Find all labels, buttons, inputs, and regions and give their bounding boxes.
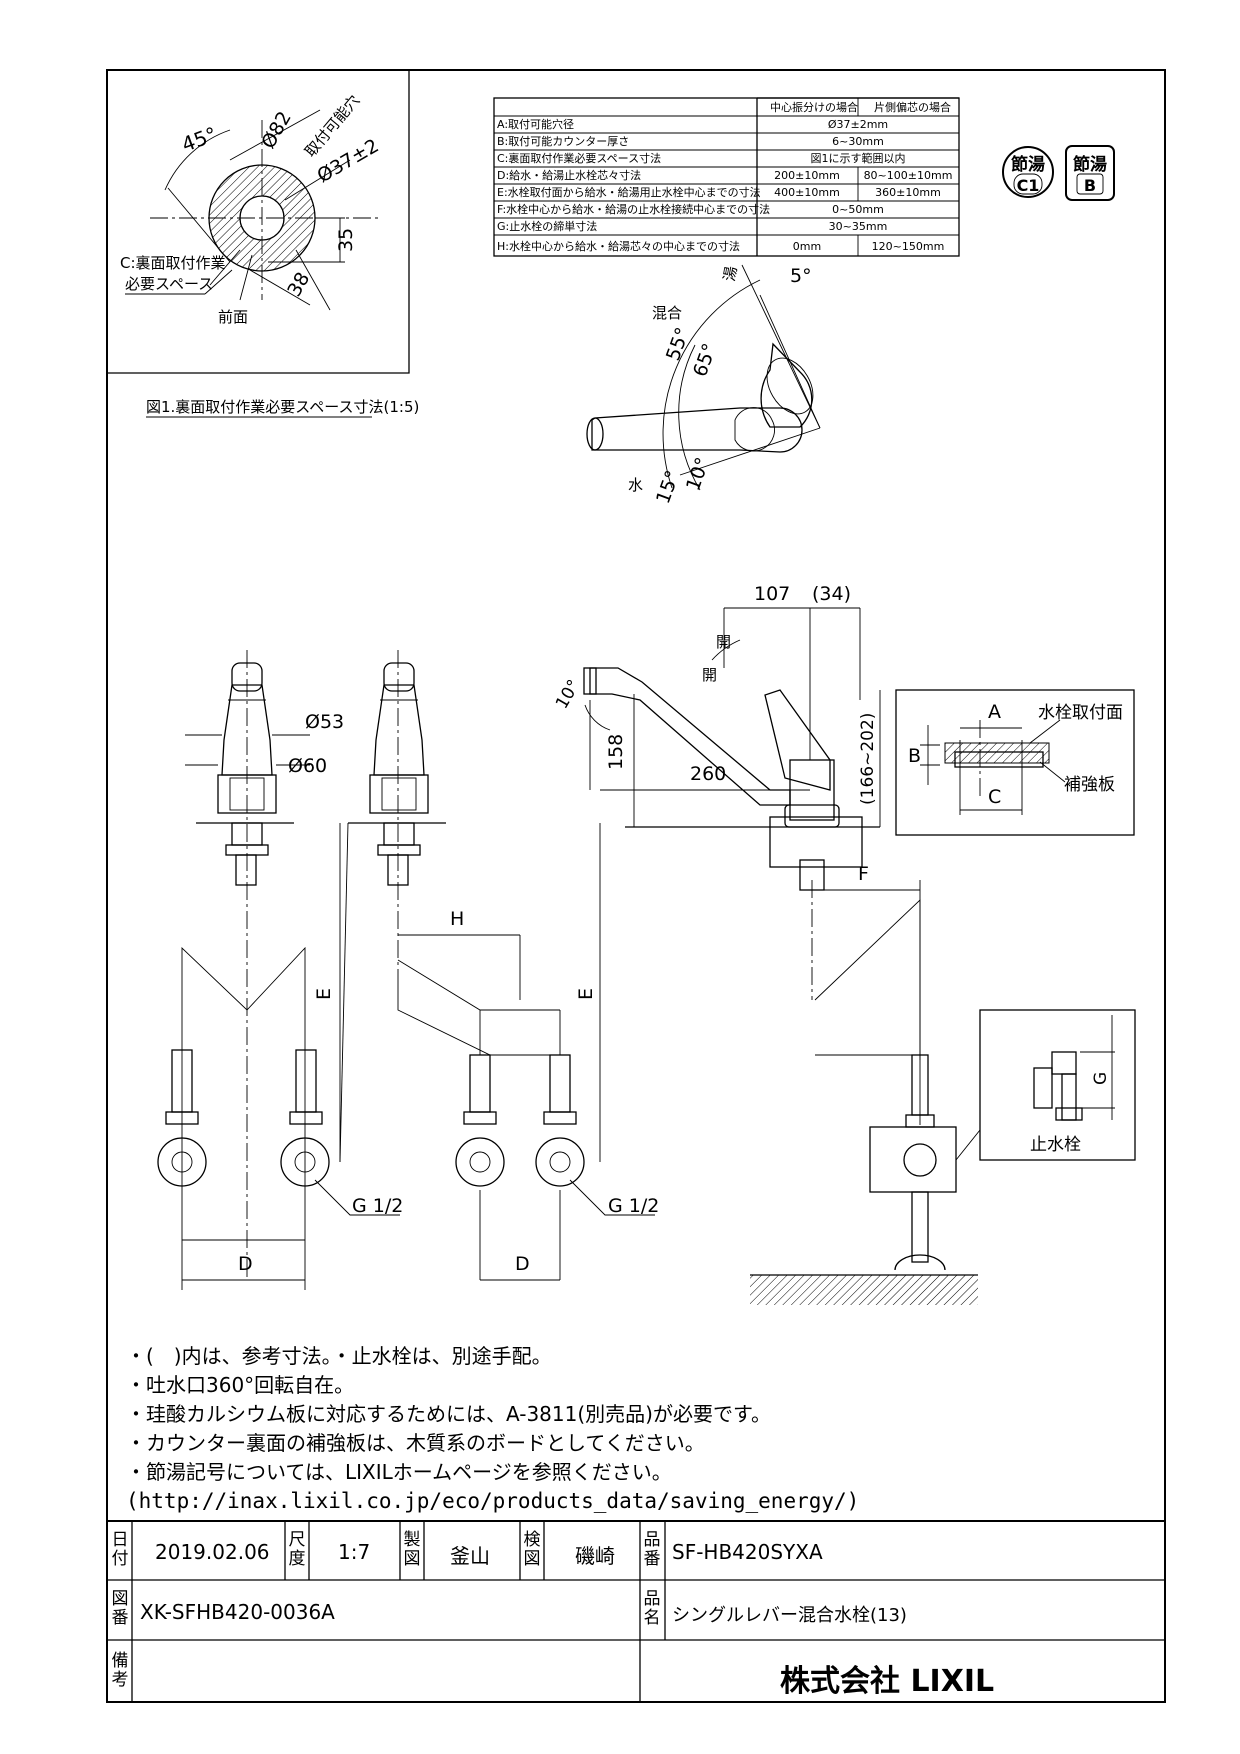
dim-d-right: D — [515, 1253, 530, 1275]
title-block-grid — [107, 1520, 1165, 1702]
space-label-2: 必要スペース — [125, 275, 213, 293]
svg-text:B: B — [1084, 176, 1096, 195]
drawing-border — [106, 69, 1166, 1703]
product-name-label: 品名 — [643, 1589, 661, 1628]
angle-5-label: 5° — [790, 265, 812, 287]
dim-260: 260 — [690, 763, 726, 785]
scale-value: 1:7 — [338, 1540, 371, 1564]
open-label-2: 開 — [702, 666, 717, 684]
table-cell: 6~30mm — [832, 135, 884, 148]
detail-figure-1: 45° Ø82 取付可能穴 Ø37±2 35 38 C:裏面取付作業 必要スペー… — [107, 70, 419, 418]
table-row-label: H:水栓中心から給水・給湯芯々の中心までの寸法 — [497, 239, 740, 253]
product-no-value: SF-HB420SYXA — [672, 1540, 823, 1564]
table-row-label: F:水栓中心から給水・給湯の止水栓接続中心までの寸法 — [497, 202, 770, 216]
dia-53-label: Ø53 — [305, 711, 344, 733]
product-name-value: シングルレバー混合水栓(13) — [672, 1605, 907, 1626]
dim-h: H — [450, 908, 464, 930]
dim-35-label: 35 — [335, 228, 357, 252]
mix-label: 混合 — [652, 304, 682, 322]
table-cell: 120~150mm — [872, 240, 945, 253]
dim-158: 158 — [605, 734, 627, 770]
date-label: 日付 — [111, 1530, 129, 1569]
table-cell: 400±10mm — [774, 186, 840, 199]
table-cell: 200±10mm — [774, 169, 840, 182]
spec-table: 中心振分けの場合 片側偏芯の場合 A:取付可能穴径 B:取付可能カウンター厚さ … — [493, 97, 960, 257]
table-cell: 0mm — [793, 240, 821, 253]
counter-b: B — [908, 745, 921, 767]
svg-text:節湯: 節湯 — [1072, 154, 1107, 175]
angle-10-label: 10° — [682, 455, 714, 494]
counter-a: A — [988, 701, 1001, 723]
note-line: (http://inax.lixil.co.jp/eco/products_da… — [126, 1489, 860, 1513]
table-cell: 図1に示す範囲以内 — [811, 151, 906, 165]
angle-45-label: 45° — [179, 122, 221, 157]
dim-g: G — [1091, 1072, 1111, 1085]
hot-label: 湯 — [720, 265, 740, 283]
table-cell: 30~35mm — [829, 220, 888, 233]
checked-value: 磯崎 — [575, 1544, 615, 1568]
front-view-right: E E H D G 1/2 — [313, 650, 659, 1281]
dim-38-label: 38 — [283, 269, 314, 301]
table-row-label: E:水栓取付面から給水・給湯用止水栓中心までの寸法 — [497, 185, 761, 199]
g-half-right: G 1/2 — [608, 1195, 659, 1217]
table-header-offset: 片側偏芯の場合 — [874, 100, 951, 114]
table-header-center: 中心振分けの場合 — [770, 100, 858, 114]
note-line: ・節湯記号については、LIXILホームページを参照ください。 — [126, 1460, 672, 1484]
stop-valve-label: 止水栓 — [1030, 1135, 1081, 1155]
dim-f: F — [858, 863, 869, 885]
table-row-label: D:給水・給湯止水栓芯々寸法 — [497, 168, 641, 182]
table-row-label: A:取付可能穴径 — [497, 117, 574, 131]
table-cell: 80~100±10mm — [864, 169, 953, 182]
counter-c: C — [988, 786, 1001, 808]
badge-b: 節湯 B — [1065, 145, 1115, 201]
note-line: ・カウンター裏面の補強板は、木質系のボードとしてください。 — [126, 1431, 705, 1455]
table-row-label: G:止水栓の締単寸法 — [497, 219, 597, 233]
date-value: 2019.02.06 — [155, 1540, 270, 1564]
dia-60-label: Ø60 — [288, 755, 327, 777]
water-label: 水 — [628, 476, 643, 494]
svg-text:C1: C1 — [1017, 176, 1040, 195]
remarks-label: 備考 — [111, 1651, 129, 1690]
dim-height: (166~202) — [858, 713, 878, 805]
drawing-no-label: 図番 — [111, 1589, 129, 1628]
scale-label: 尺度 — [288, 1530, 306, 1569]
dim-d-left: D — [238, 1253, 253, 1275]
table-row-label: B:取付可能カウンター厚さ — [497, 134, 629, 148]
drawn-label: 製図 — [403, 1530, 421, 1569]
front-view-left: Ø53 Ø60 D G 1/2 — [157, 650, 403, 1290]
mount-face-label: 水栓取付面 — [1038, 703, 1123, 723]
counter-detail: A B C 水栓取付面 補強板 — [895, 689, 1135, 836]
checked-label: 検図 — [523, 1530, 541, 1569]
dim-107: 107 — [754, 583, 790, 605]
spout-angle: 10° — [552, 676, 584, 712]
company-name: 株式会社 LIXIL — [780, 1664, 995, 1699]
open-label-1: 開 — [716, 633, 731, 651]
detail-caption: 図1.裏面取付作業必要スペース寸法(1:5) — [146, 398, 419, 416]
table-row-label: C:裏面取付作業必要スペース寸法 — [497, 151, 661, 165]
dim-e-right: E — [575, 988, 597, 1000]
dim-e-left: E — [313, 988, 335, 1000]
drawn-value: 釜山 — [450, 1544, 490, 1568]
front-label: 前面 — [218, 308, 248, 326]
angle-15-label: 15° — [652, 468, 684, 507]
g-half-left: G 1/2 — [352, 1195, 403, 1217]
space-label-1: C:裏面取付作業 — [120, 254, 226, 272]
product-no-label: 品番 — [643, 1530, 661, 1569]
lever-top-view: 湯 5° 混合 55° 65° 水 15° 10° — [586, 265, 821, 507]
table-cell: 360±10mm — [875, 186, 941, 199]
note-line: ・珪酸カルシウム板に対応するためには、A-3811(別売品)が必要です。 — [126, 1402, 771, 1426]
svg-text:節湯: 節湯 — [1010, 154, 1045, 175]
dia-82-label: Ø82 — [257, 108, 296, 153]
note-line: ・( )内は、参考寸法。・止水栓は、別途手配。 — [126, 1344, 552, 1368]
badge-c1: 節湯 C1 — [1002, 146, 1054, 198]
table-cell: Ø37±2mm — [828, 118, 888, 131]
table-cell: 0~50mm — [832, 203, 884, 216]
dim-34: (34) — [812, 583, 851, 605]
note-line: ・吐水口360°回転自在。 — [126, 1373, 355, 1397]
reinforce-label: 補強板 — [1064, 775, 1115, 795]
drawing-no-value: XK-SFHB420-0036A — [140, 1600, 335, 1624]
notes: ・( )内は、参考寸法。・止水栓は、別途手配。 ・吐水口360°回転自在。 ・珪… — [126, 1342, 859, 1516]
